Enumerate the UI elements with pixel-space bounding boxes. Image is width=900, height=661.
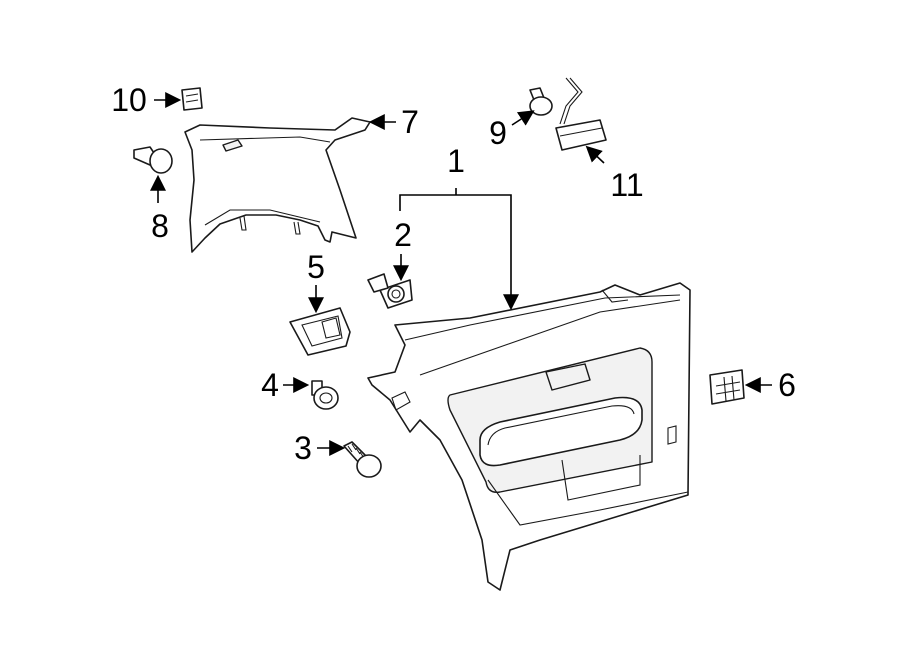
callout-9: 9 [489,115,507,151]
socket-clip [367,273,413,309]
callout-6: 6 [778,367,796,403]
callout-4: 4 [261,367,279,403]
callout-1: 1 [447,143,465,179]
screw [343,441,382,478]
retainer-clip [181,87,203,111]
callout-11: 11 [610,167,643,203]
lamp-with-wire [555,77,607,151]
vent-grille [709,369,745,405]
push-retainer [133,146,173,174]
pillar-trim-panel [184,117,371,253]
callout-3: 3 [294,430,312,466]
push-pin-fastener [311,380,339,410]
leader-lines [150,92,772,456]
callout-7: 7 [401,104,419,140]
callout-2: 2 [394,217,412,253]
quarter-trim-panel [367,282,691,591]
bracket [289,307,351,356]
bolt [529,87,553,116]
callout-8: 8 [151,208,169,244]
callout-10: 10 [111,82,147,118]
callout-5: 5 [307,249,325,285]
